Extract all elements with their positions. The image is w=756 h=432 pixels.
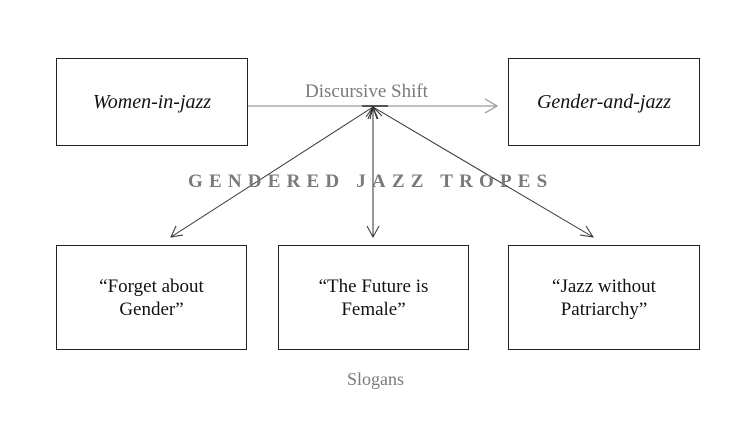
arrowhead-slogan-1-icon	[170, 225, 184, 238]
discursive-shift-label: Discursive Shift	[304, 81, 429, 102]
gendered-jazz-tropes-label: GENDERED JAZZ TROPES	[188, 171, 554, 192]
node-slogan-forget-about-gender: “Forget about Gender”	[56, 245, 247, 350]
node-gender-and-jazz-label: Gender-and-jazz	[536, 90, 672, 113]
node-slogan-jazz-without-patriarchy: “Jazz without Patriarchy”	[508, 245, 700, 350]
node-women-in-jazz-label: Women-in-jazz	[92, 90, 212, 113]
shift-arrowhead-icon	[484, 98, 499, 114]
slogan-3-text: “Jazz without Patriarchy”	[552, 275, 656, 320]
slogan-2-text: “The Future is Female”	[318, 275, 429, 320]
node-women-in-jazz: Women-in-jazz	[56, 58, 248, 146]
slogans-label: Slogans	[347, 369, 405, 389]
arrowhead-hub-3-icon	[369, 106, 383, 120]
arrow-to-slogan-3	[372, 106, 594, 238]
arrow-to-slogan-1	[170, 106, 374, 238]
node-slogan-future-is-female: “The Future is Female”	[278, 245, 469, 350]
slogan-1-text: “Forget about Gender”	[99, 275, 204, 320]
arrowhead-slogan-3-icon	[579, 225, 595, 238]
arrowhead-slogan-2-icon	[366, 225, 380, 239]
node-gender-and-jazz: Gender-and-jazz	[508, 58, 700, 146]
